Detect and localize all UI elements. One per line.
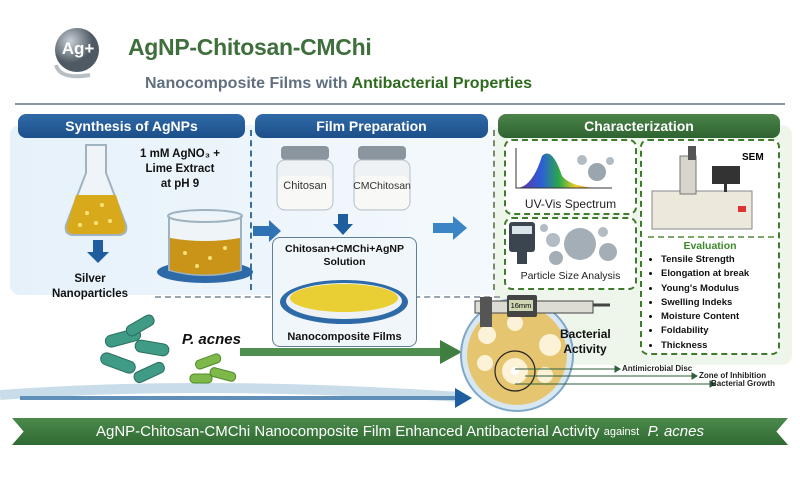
header-divider [15, 103, 785, 105]
synthesis-heading: Synthesis of AgNPs [18, 114, 245, 138]
particle-size-label: Particle Size Analysis [520, 270, 621, 282]
evaluation-title: Evaluation [683, 240, 737, 252]
reagent-line-3: at pH 9 [160, 178, 200, 190]
banner-organism: P. acnes [647, 423, 704, 440]
arrow-right-icon [433, 216, 467, 240]
banner-main-text: AgNP-Chitosan-CMChi Nanocomposite Film E… [96, 423, 600, 440]
subtitle-highlight: Antibacterial Properties [351, 75, 533, 92]
chitosan-label: Chitosan [283, 180, 327, 192]
ag-logo-icon [54, 28, 99, 79]
product-line-1: Silver [74, 273, 106, 285]
evaluation-item: Tensile Strength [661, 253, 749, 267]
arrow-down-icon [333, 214, 353, 235]
solution-line-2: Solution [323, 256, 366, 268]
evaluation-item: Moisture Content [661, 310, 749, 324]
label-zone-of-inhibition: Zone of Inhibition [699, 371, 767, 380]
reagent-line-2: Lime Extract [145, 163, 215, 175]
logo-text: Ag+ [61, 39, 95, 58]
evaluation-divider [648, 236, 774, 238]
bacteria-icon [100, 314, 237, 384]
label-antimicrobial-disc: Antimicrobial Disc [622, 364, 693, 373]
reagent-text: 1 mM AgNO₃ + Lime Extract at pH 9 [125, 147, 235, 192]
uv-vis-spectrum-icon [515, 148, 614, 189]
page-title: AgNP-Chitosan-CMChi [128, 34, 372, 60]
annotation-leader-lines [515, 365, 716, 388]
product-line-2: Nanoparticles [51, 288, 129, 300]
section-divider [493, 130, 495, 290]
subtitle-prefix: Nanocomposite Films with [145, 75, 352, 92]
activity-line-2: Activity [563, 342, 607, 356]
chitosan-jar-icon [276, 146, 334, 211]
beaker-icon [157, 209, 253, 283]
sem-evaluation-box [640, 139, 780, 355]
characterization-heading: Characterization [498, 114, 780, 138]
section-divider [250, 130, 252, 290]
nanocomposite-films-label: Nanocomposite Films [287, 331, 402, 343]
bacterial-activity-label: Bacterial Activity [560, 327, 611, 357]
petri-dish-film-icon [280, 280, 408, 324]
activity-line-1: Bacterial [560, 327, 611, 341]
page-subtitle: Nanocomposite Films with Antibacterial P… [145, 75, 532, 93]
uv-vis-label: UV-Vis Spectrum [524, 197, 617, 211]
evaluation-item: Foldability [661, 324, 749, 338]
cmchitosan-jar-icon [353, 146, 411, 211]
sem-label: SEM [742, 152, 764, 163]
flask-icon [64, 144, 128, 236]
evaluation-list: Tensile Strength Elongation at break You… [645, 253, 749, 353]
arrow-right-icon [253, 220, 281, 242]
conclusion-banner: AgNP-Chitosan-CMChi Nanocomposite Film E… [12, 418, 788, 445]
film-heading: Film Preparation [255, 114, 488, 138]
banner-against: against [603, 425, 640, 438]
bacteria-name: P. acnes [182, 331, 241, 348]
product-text: Silver Nanoparticles [40, 272, 140, 302]
solution-line-1: Chitosan+CMChi+AgNP [284, 243, 404, 255]
uv-vis-box [504, 139, 637, 215]
reagent-line-1: 1 mM AgNO₃ + [140, 148, 220, 160]
evaluation-item: Swelling Indeks [661, 296, 749, 310]
solution-text: Chitosan+CMChi+AgNP Solution [272, 243, 417, 269]
arrow-down-icon [87, 240, 109, 263]
evaluation-item: Young's Modulus [661, 282, 749, 296]
sem-microscope-icon [651, 146, 753, 230]
background-flow-arrows [0, 340, 472, 408]
evaluation-item: Elongation at break [661, 267, 749, 281]
cmchitosan-label: CMChitosan [353, 180, 411, 192]
particle-size-icon [509, 222, 617, 265]
caliper-reading: 16mm [509, 300, 533, 311]
evaluation-item: Thickness [661, 339, 749, 353]
label-bacterial-growth: Bacterial Growth [711, 379, 776, 388]
